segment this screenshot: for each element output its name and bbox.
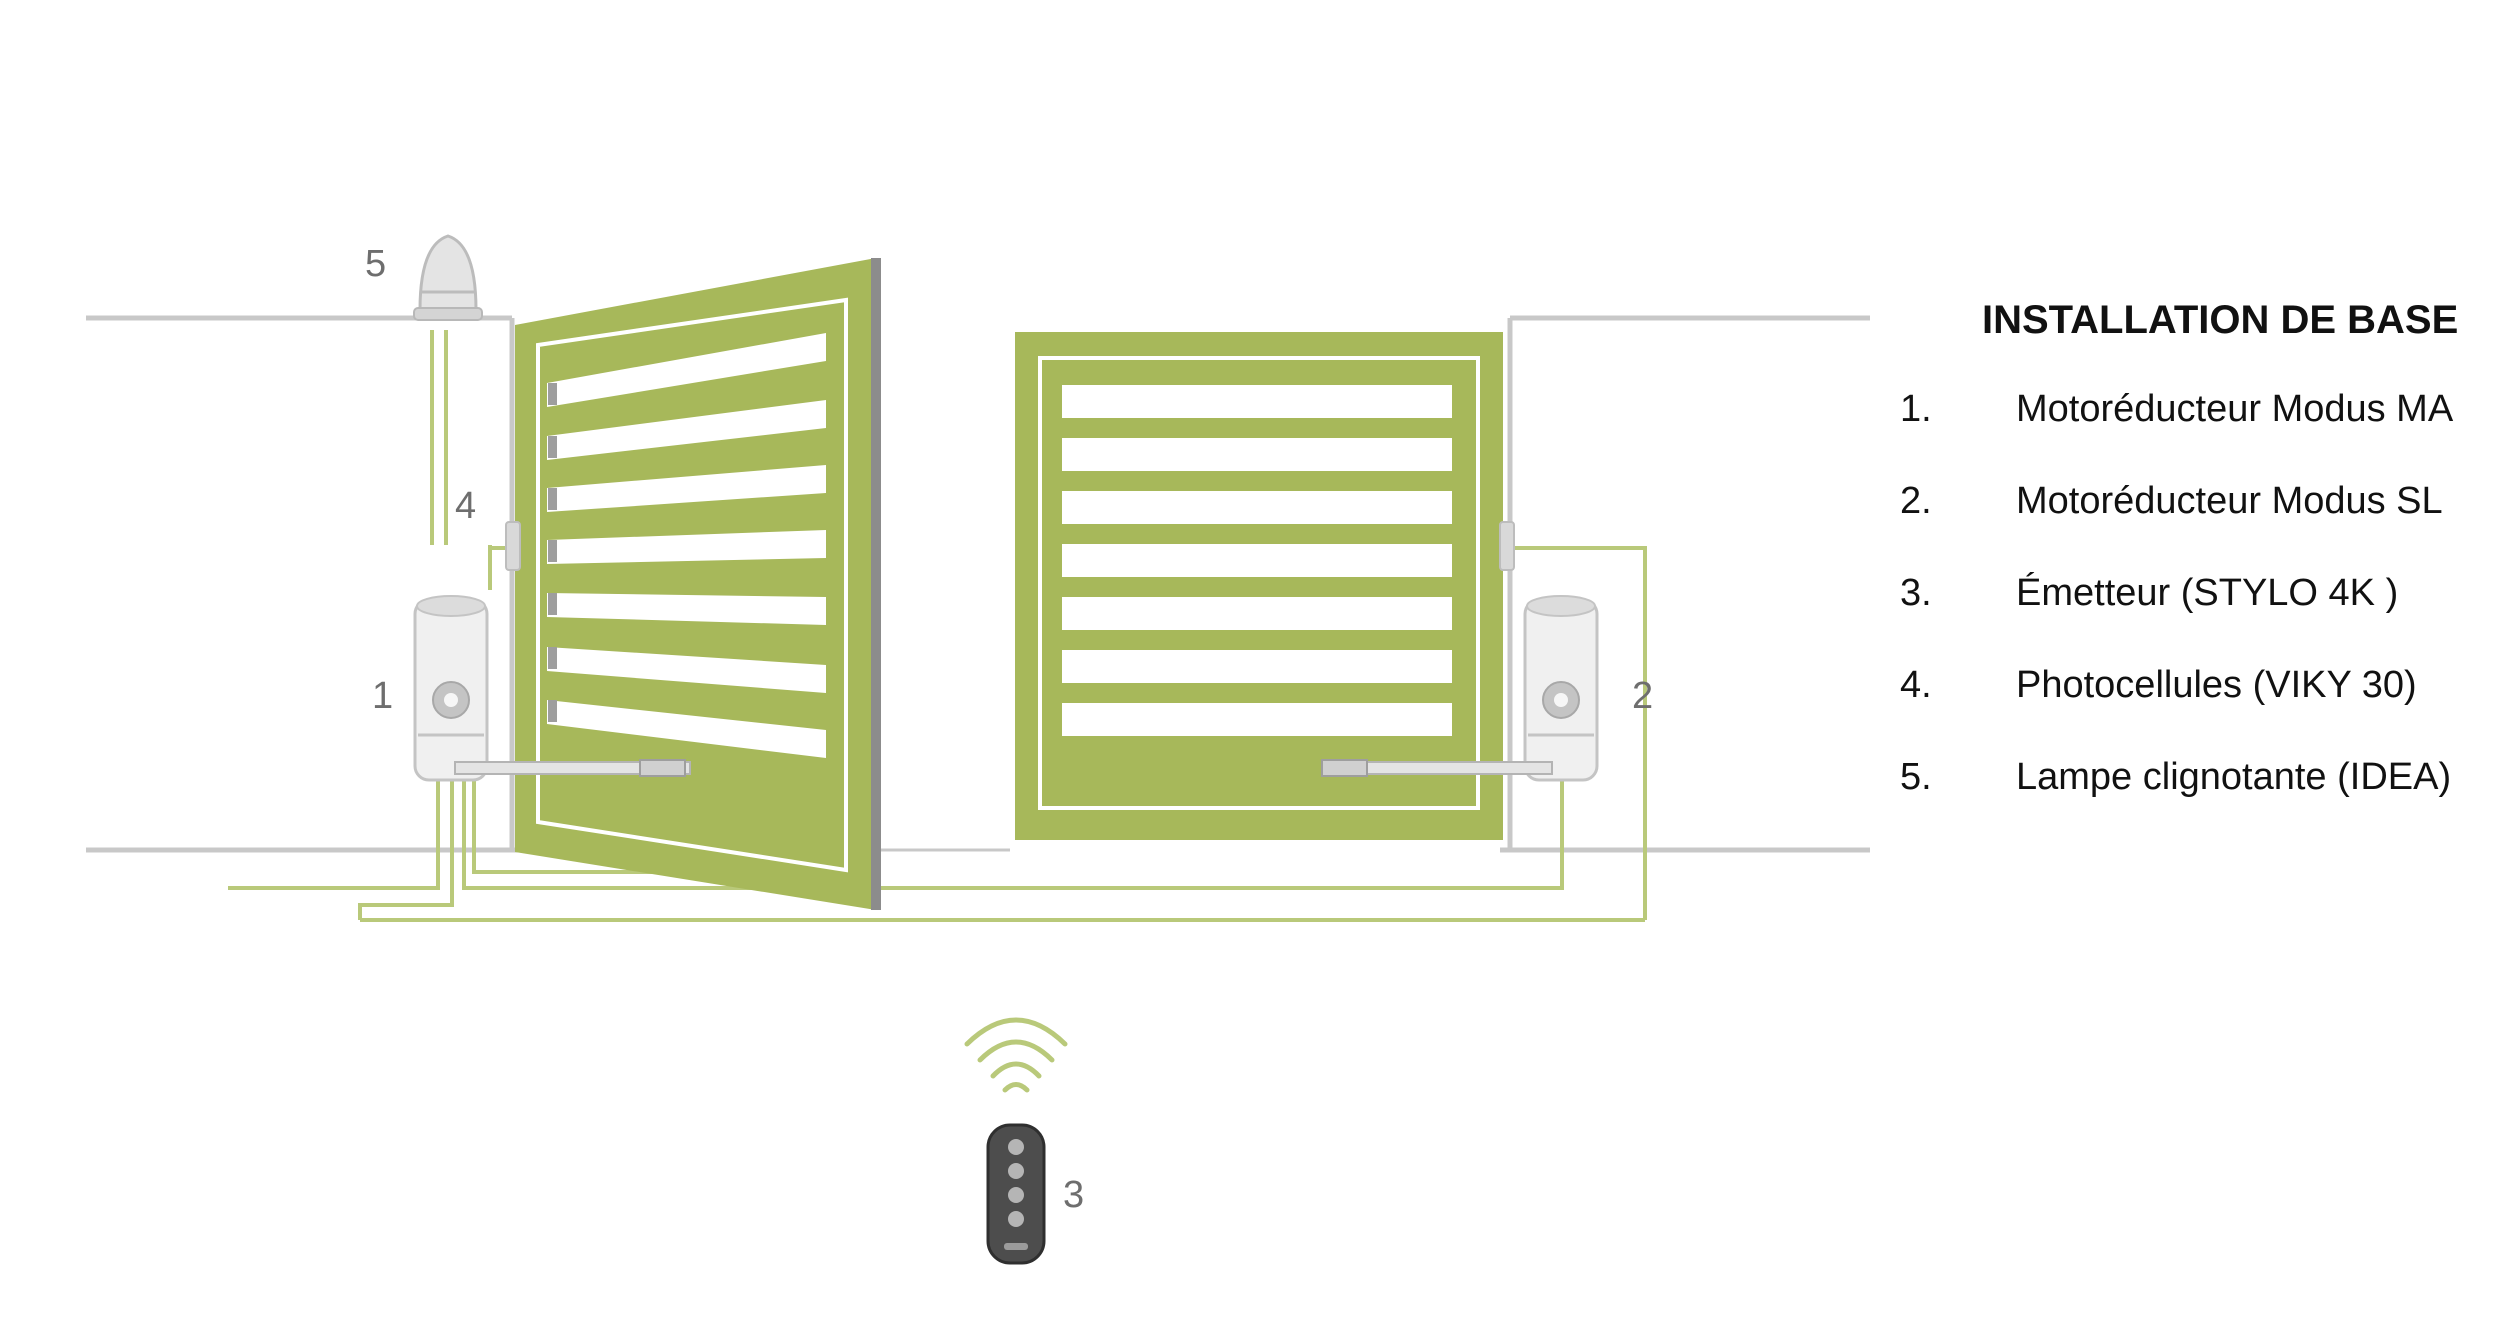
legend-item-lamp: 5. Lampe clignotante (IDEA) [1900, 749, 2480, 805]
callout-motor-right: 2 [1632, 675, 1653, 717]
legend-item-text: Motoréducteur Modus SL [2016, 480, 2443, 522]
legend-item-text: Lampe clignotante (IDEA) [2016, 756, 2452, 798]
legend-item-photocells: 4. Photocellules (VIKY 30) [1900, 657, 2480, 713]
legend-list: 1. Motoréducteur Modus MA 2. Motoréducte… [1900, 381, 2480, 805]
legend-item-text: Émetteur (STYLO 4K ) [2016, 572, 2399, 614]
installation-legend: INSTALLATION DE BASE 1. Motoréducteur Mo… [1900, 298, 2480, 841]
legend-item-transmitter: 3. Émetteur (STYLO 4K ) [1900, 565, 2480, 621]
photocell-left [505, 521, 521, 571]
wall-lines [86, 315, 1870, 853]
legend-item-text: Photocellules (VIKY 30) [2016, 664, 2417, 706]
legend-item-number: 2. [1900, 480, 1932, 522]
motor-right [1321, 595, 1599, 782]
right-gate-leaf [1015, 332, 1503, 840]
wiring [228, 330, 1647, 922]
motor-left [413, 595, 691, 782]
legend-item-number: 3. [1900, 572, 1932, 614]
flashing-lamp [413, 234, 483, 321]
legend-title: INSTALLATION DE BASE [1982, 298, 2459, 342]
remote-signal-icon [964, 1017, 1068, 1093]
right-gate-slats [1062, 385, 1452, 736]
remote-control [986, 1123, 1046, 1265]
callout-remote: 3 [1063, 1174, 1084, 1216]
legend-item-number: 4. [1900, 664, 1932, 706]
legend-item-number: 5. [1900, 756, 1932, 798]
left-gate-leaf [515, 258, 881, 910]
callout-lamp: 5 [365, 243, 386, 285]
left-gate-slats [547, 333, 826, 758]
callout-motor-left: 1 [372, 675, 393, 717]
legend-item-text: Motoréducteur Modus MA [2016, 388, 2454, 430]
callout-photocells: 4 [455, 485, 476, 527]
legend-item-motor-sl: 2. Motoréducteur Modus SL [1900, 473, 2480, 529]
legend-item-number: 1. [1900, 388, 1932, 430]
photocell-right [1499, 521, 1515, 571]
legend-item-motor-ma: 1. Motoréducteur Modus MA [1900, 381, 2480, 437]
